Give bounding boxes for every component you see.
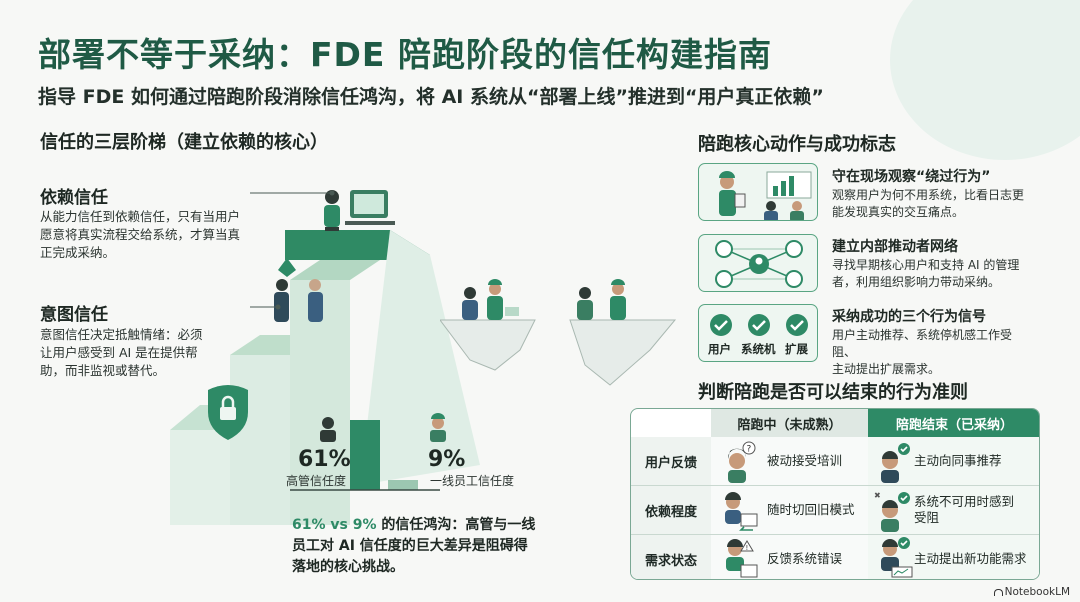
switch-back-icon (725, 492, 758, 531)
signal-label-system: 系统机 (741, 342, 776, 356)
signals-action-desc: 用户主动推荐、系统停机感工作受阻、 主动提出扩展需求。 (832, 328, 1013, 376)
signal-label-user: 用户 (708, 342, 731, 356)
stair-step-1 (170, 430, 230, 525)
stair-step-2 (230, 355, 290, 525)
background-decoration (890, 0, 1080, 160)
tier-top-title: 依赖信任 (40, 188, 108, 208)
column-header-in-progress: 陪跑中（未成熟） (711, 409, 868, 437)
shield-check-icon (278, 258, 296, 277)
network-icon (715, 240, 803, 288)
executive-icon (322, 417, 334, 429)
feedback-in-progress-text: 被动接受培训 (767, 453, 843, 468)
network-action-desc: 寻找早期核心用户和支持 AI 的管理 者，利用组织影响力带动采纳。 (832, 258, 1020, 289)
demand-in-progress-text: 反馈系统错误 (767, 551, 843, 566)
observe-action-desc: 观察用户为何不用系统，比看日志更 能发现真实的交互痛点。 (832, 188, 1025, 219)
check-circle-icon (710, 314, 732, 336)
page-subtitle: 指导 FDE 如何通过陪跑阶段消除信任鸿沟，将 AI 系统从“部署上线”推进到“… (38, 86, 824, 108)
criteria-title: 判断陪跑是否可以结束的行为准则 (698, 382, 968, 403)
exec-trust-bar (350, 420, 380, 490)
worker-trust-label: 一线员工信任度 (430, 474, 515, 488)
laptop-icon (505, 307, 519, 316)
dependency-in-progress-text: 随时切回旧模式 (767, 502, 855, 517)
handshake-person-icon (276, 279, 288, 291)
stair-step-3 (290, 280, 350, 525)
network-action-title: 建立内部推动者网络 (832, 239, 958, 255)
network-action-card (698, 234, 818, 292)
row-label-dependency: 依赖程度 (631, 486, 711, 534)
worker-trust-bar (388, 480, 418, 490)
cliff-face (360, 230, 480, 485)
table-cell: ? 被动接受培训 (711, 437, 868, 485)
tier-mid-desc: 意图信任决定抵触情绪：必须 让用户感受到 AI 是在提供帮 助，而非监视或替代。 (40, 327, 203, 378)
signals-action-title: 采纳成功的三个行为信号 (832, 309, 986, 325)
worker-icon (432, 417, 444, 429)
check-circle-icon (748, 314, 770, 336)
observer-icon (720, 175, 734, 189)
feedback-completed-text: 主动向同事推荐 (914, 453, 1002, 468)
dependency-completed-text: 系统不可用时感到 受阻 (914, 494, 1015, 525)
recommending-user-icon (881, 443, 910, 483)
signal-label-expand: 扩展 (785, 342, 808, 356)
trust-gap-statement: 61% vs 9% 的信任鸿沟：高管与一线员工对 AI 信任度的巨大差异是阻碍得… (292, 517, 536, 575)
callout-lines (250, 190, 335, 310)
observe-action-card (698, 163, 818, 221)
stair-top-3 (290, 260, 380, 280)
tier-mid-title: 意图信任 (40, 305, 108, 325)
column-header-completed: 陪跑结束（已采纳） (868, 409, 1039, 437)
worker-trust-value: 9% (428, 447, 466, 472)
team-member-icon (464, 287, 476, 299)
cliff-gap-illustration (440, 279, 677, 386)
svg-text:!: ! (746, 544, 749, 552)
confused-user-icon: ? (727, 441, 756, 483)
exec-trust-value: 61% (298, 447, 351, 472)
table-cell: 主动向同事推荐 (868, 437, 1039, 485)
error-report-icon: ! (726, 539, 758, 578)
table-cell: 随时切回旧模式 (711, 486, 868, 534)
page-title: 部署不等于采纳：FDE 陪跑阶段的信任构建指南 (38, 35, 772, 74)
criteria-table: 陪跑中（未成熟） 陪跑结束（已采纳） 用户反馈 ? 被动接受培训 主动向同事推荐… (630, 408, 1040, 580)
trust-staircase-illustration (170, 190, 480, 525)
blocked-user-icon: ✖ (874, 491, 910, 532)
actions-section-title: 陪跑核心动作与成功标志 (698, 134, 896, 155)
exec-trust-label: 高管信任度 (286, 474, 347, 488)
table-cell: 主动提出新功能需求 (868, 535, 1039, 579)
check-circle-icon (786, 314, 808, 336)
brand-label: NotebookLM (993, 586, 1070, 598)
tier-top-desc: 从能力信任到依赖信任，只有当用户 愿意将真实流程交给系统，才算当真 正完成采纳。 (40, 209, 241, 260)
svg-text:✖: ✖ (874, 491, 881, 500)
svg-text:?: ? (747, 445, 752, 455)
notebook-logo-icon (993, 588, 1003, 596)
row-label-demand: 需求状态 (631, 535, 711, 579)
ladder-section-title: 信任的三层阶梯（建立依赖的核心） (40, 132, 328, 153)
row-label-feedback: 用户反馈 (631, 437, 711, 485)
signals-action-card: 用户 系统机 扩展 (698, 304, 818, 362)
feature-request-icon (881, 537, 913, 578)
demand-completed-text: 主动提出新功能需求 (914, 551, 1027, 566)
table-cell: ✖ 系统不可用时感到 受阻 (868, 486, 1039, 534)
table-cell: ! 反馈系统错误 (711, 535, 868, 579)
observe-action-title: 守在现场观察“绕过行为” (832, 169, 991, 185)
